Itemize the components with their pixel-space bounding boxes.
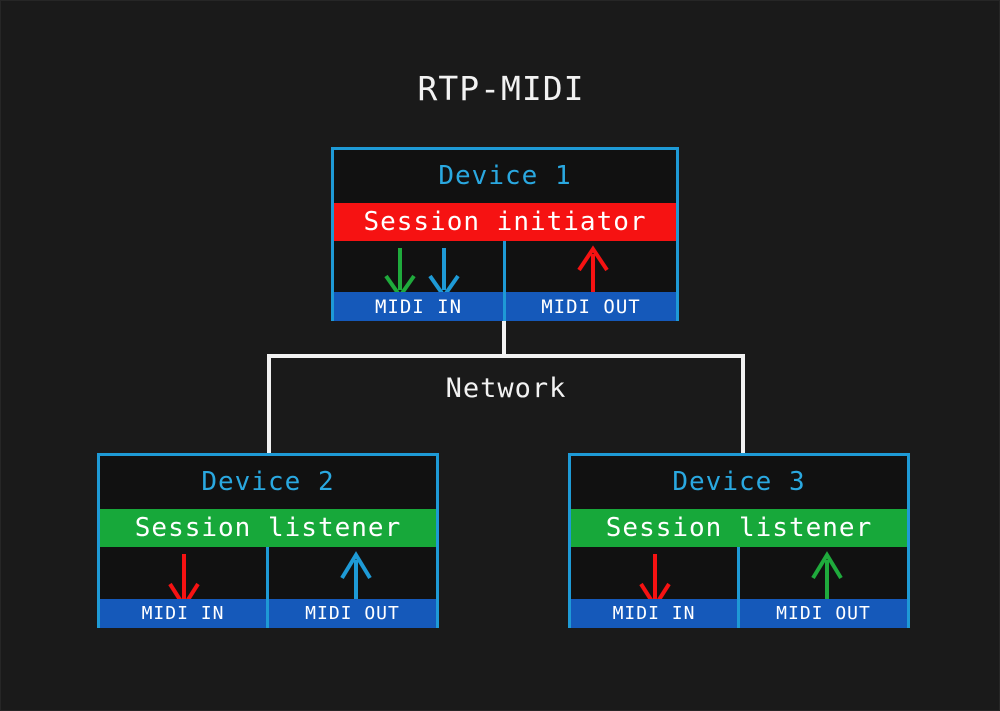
port-band-midi-out-device-1: MIDI OUT	[506, 292, 676, 321]
network-line-device1-stub	[502, 321, 506, 357]
port-band-midi-in-device-3: MIDI IN	[571, 599, 737, 628]
port-band-midi-in-device-2: MIDI IN	[100, 599, 266, 628]
network-line-device2-drop	[267, 354, 271, 453]
network-line-horizontal	[267, 354, 745, 358]
page-title: RTP-MIDI	[417, 69, 585, 108]
session-role-band-device-1: Session initiator	[334, 203, 676, 241]
port-band-midi-out-device-2: MIDI OUT	[269, 599, 436, 628]
device-box-device-2[interactable]: Device 2 Session listener MIDI IN MIDI O…	[97, 453, 439, 628]
device-title-device-3: Device 3	[672, 467, 806, 497]
arrow-up-icon	[575, 244, 611, 304]
network-line-device3-drop	[741, 354, 745, 453]
port-divider-device-2	[266, 547, 269, 625]
device-title-device-2: Device 2	[201, 467, 335, 497]
device-title-device-1: Device 1	[438, 161, 572, 191]
network-label: Network	[445, 373, 567, 404]
port-band-midi-out-device-3: MIDI OUT	[740, 599, 907, 628]
session-role-band-device-2: Session listener	[100, 509, 436, 547]
device-box-device-1[interactable]: Device 1 Session initiator MIDI IN	[331, 147, 679, 321]
port-divider-device-1	[503, 241, 506, 318]
device-box-device-3[interactable]: Device 3 Session listener MIDI IN MIDI O…	[568, 453, 910, 628]
arrow-up-icon	[338, 550, 374, 612]
port-divider-device-3	[737, 547, 740, 625]
arrow-up-icon	[809, 550, 845, 612]
port-band-midi-in-device-1: MIDI IN	[334, 292, 503, 321]
session-role-band-device-3: Session listener	[571, 509, 907, 547]
